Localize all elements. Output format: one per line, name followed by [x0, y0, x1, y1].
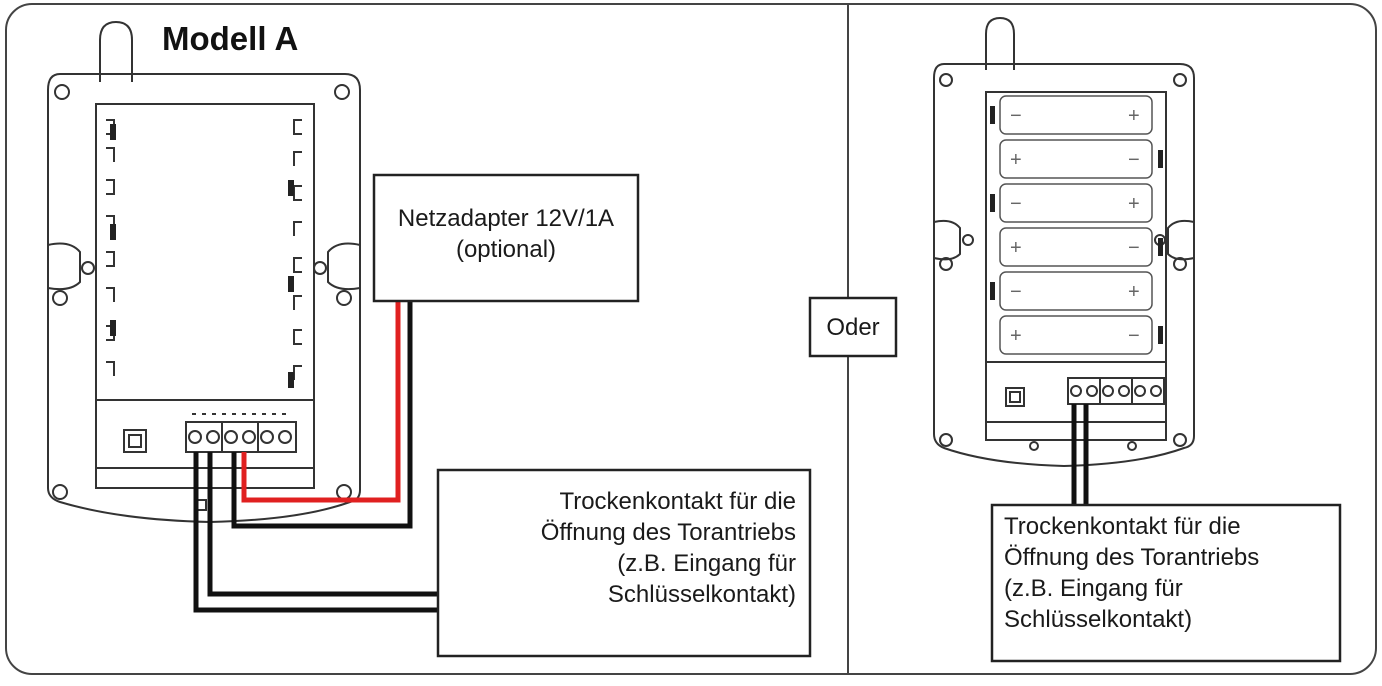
- contact-label-right: Trockenkontakt für die Öffnung des Toran…: [1004, 511, 1334, 635]
- svg-text:+: +: [1128, 105, 1140, 127]
- battery-springs: [110, 124, 294, 388]
- battery-cell: [999, 139, 1153, 179]
- svg-text:+: +: [1010, 149, 1022, 171]
- svg-text:+: +: [1010, 325, 1022, 347]
- oder-label: Oder: [826, 314, 880, 341]
- batteries: [999, 95, 1153, 355]
- contact-right-line-2: Öffnung des Torantriebs: [1004, 544, 1260, 571]
- contact-label-left: Trockenkontakt für die Öffnung des Toran…: [444, 486, 796, 610]
- svg-text:+: +: [1128, 193, 1140, 215]
- outer-frame: [5, 3, 1377, 675]
- contact-box-right: [990, 503, 1342, 663]
- contact-left-line-3: (z.B. Eingang für: [617, 550, 796, 577]
- svg-text:−: −: [1010, 281, 1022, 303]
- battery-cell: [999, 227, 1153, 267]
- device-battery-model: [933, 16, 1195, 468]
- svg-text:−: −: [1010, 105, 1022, 127]
- oder-box: [808, 296, 898, 358]
- svg-text:+: +: [1128, 281, 1140, 303]
- svg-text:−: −: [1010, 193, 1022, 215]
- battery-cell: [999, 271, 1153, 311]
- svg-text:−: −: [1128, 237, 1140, 259]
- contact-left-line-1: Trockenkontakt für die: [559, 488, 796, 515]
- contact-box-left: [436, 468, 812, 658]
- adapter-line-1: Netzadapter 12V/1A: [397, 205, 615, 232]
- wire-power-red: [241, 300, 401, 503]
- svg-text:−: −: [1128, 325, 1140, 347]
- svg-text:−: −: [1128, 149, 1140, 171]
- contact-left-line-4: Schlüsselkontakt): [607, 581, 796, 608]
- svg-text:+: +: [1010, 237, 1022, 259]
- wire-contact-2: [193, 452, 438, 613]
- battery-polarity: − + + − − + + − − + + −: [1010, 105, 1140, 347]
- battery-springs-right: [990, 106, 1163, 344]
- contact-right-line-3: (z.B. Eingang für: [1004, 575, 1183, 602]
- contact-right-line-1: Trockenkontakt für die: [1004, 513, 1241, 540]
- device-modell-a: [47, 20, 361, 524]
- contact-right-line-4: Schlüsselkontakt): [1004, 606, 1193, 633]
- contact-left-line-2: Öffnung des Torantriebs: [540, 519, 796, 546]
- wire-power-black: [231, 300, 413, 529]
- wire-contact-1: [207, 452, 438, 597]
- model-title: Modell A: [162, 20, 299, 57]
- adapter-box: [372, 173, 640, 303]
- battery-cell: [999, 95, 1153, 135]
- battery-cell: [999, 183, 1153, 223]
- adapter-label: Netzadapter 12V/1A (optional): [378, 203, 634, 265]
- wires-left: [193, 300, 438, 613]
- battery-cell: [999, 315, 1153, 355]
- adapter-line-2: (optional): [455, 236, 557, 263]
